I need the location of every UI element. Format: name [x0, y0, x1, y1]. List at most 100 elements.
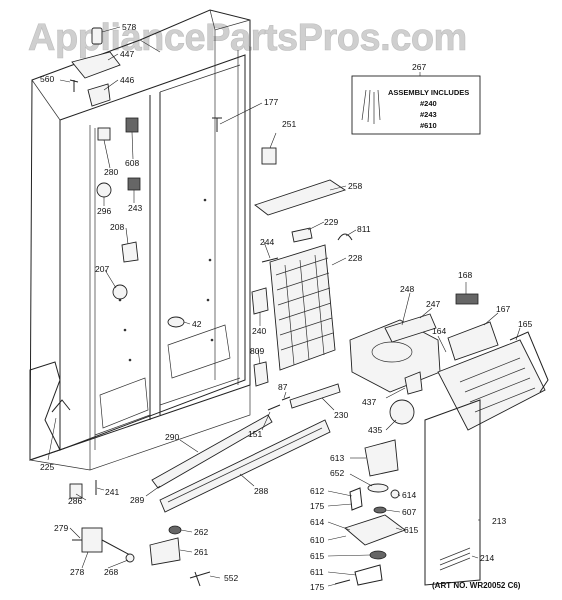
bulb-435 — [389, 399, 415, 425]
clip-229 — [291, 227, 313, 243]
part-167 — [447, 321, 499, 361]
part-87 — [281, 396, 291, 401]
part-label: 615 — [404, 525, 418, 535]
screw-177 — [212, 117, 222, 132]
part-151 — [267, 404, 281, 411]
part-label: 175 — [310, 501, 324, 511]
screw-560 — [69, 79, 79, 92]
screw-552 — [189, 571, 211, 587]
part-label: 214 — [480, 553, 494, 563]
part-label: 262 — [194, 527, 208, 537]
part-label: 614 — [310, 517, 324, 527]
valve-278 — [72, 527, 131, 556]
part-225 — [51, 399, 71, 413]
watermark-text: AppliancePartsPros.com — [28, 17, 467, 59]
evaporator-228 — [269, 244, 336, 371]
part-label: 278 — [70, 567, 84, 577]
part-label: 615 — [310, 551, 324, 561]
part-label: 437 — [362, 397, 376, 407]
hinge-cover-447 — [71, 51, 121, 79]
part-286 — [69, 483, 83, 499]
art-number: (ART NO. WR20052 C6) — [432, 581, 521, 590]
part-label: 279 — [54, 523, 68, 533]
part-label: 247 — [426, 299, 440, 309]
part-label: 241 — [105, 487, 119, 497]
part-label: 610 — [310, 535, 324, 545]
part-label: 280 — [104, 167, 118, 177]
part-608 — [125, 117, 139, 133]
assembly-item: #610 — [420, 121, 437, 130]
assembly-item: #243 — [420, 110, 437, 119]
part-label: 258 — [348, 181, 362, 191]
part-label: 165 — [518, 319, 532, 329]
part-label: 652 — [330, 468, 344, 478]
part-label: 560 — [40, 74, 54, 84]
part-label: 168 — [458, 270, 472, 280]
part-label: 230 — [334, 410, 348, 420]
panel-213 — [424, 399, 481, 586]
part-label: 208 — [110, 222, 124, 232]
part-262 — [168, 525, 182, 535]
part-207 — [112, 284, 128, 300]
part-label: 289 — [130, 495, 144, 505]
back-cover-165 — [437, 331, 549, 431]
assembly-box: ASSEMBLY INCLUDES #240 #243 #610 — [351, 72, 481, 135]
part-label: 614 — [402, 490, 416, 500]
part-label: 167 — [496, 304, 510, 314]
refrigerator-case — [29, 9, 251, 471]
part-label: 811 — [357, 224, 371, 234]
part-label: 268 — [104, 567, 118, 577]
knob-296 — [96, 182, 112, 198]
part-240 — [251, 287, 269, 315]
part-809 — [253, 361, 269, 387]
part-label: 207 — [95, 264, 109, 274]
part-251 — [261, 147, 277, 165]
part-label: 87 — [278, 382, 288, 392]
part-label: 296 — [97, 206, 111, 216]
part-label: 809 — [250, 346, 264, 356]
part-label: 151 — [248, 429, 262, 439]
part-811 — [337, 233, 353, 241]
part-label: 286 — [68, 496, 82, 506]
fan-motor-assembly — [334, 439, 406, 586]
part-label: 288 — [254, 486, 268, 496]
tube-290 — [151, 414, 273, 489]
part-label: 177 — [264, 97, 278, 107]
part-label: 240 — [252, 326, 266, 336]
lamp-socket-437 — [404, 371, 423, 395]
part-label: 175 — [310, 582, 324, 592]
part-label: 578 — [122, 22, 136, 32]
part-label: 446 — [120, 75, 134, 85]
grille-288 — [159, 419, 331, 513]
part-label: 611 — [310, 567, 324, 577]
part-label: 261 — [194, 547, 208, 557]
part-label: 607 — [402, 507, 416, 517]
part-42 — [167, 316, 185, 328]
part-label: 290 — [165, 432, 179, 442]
bracket-261 — [149, 537, 181, 566]
part-label: 447 — [120, 49, 134, 59]
assembly-item: #240 — [420, 99, 437, 108]
part-label: 164 — [432, 326, 446, 336]
part-label: 248 — [400, 284, 414, 294]
part-208 — [121, 241, 139, 263]
part-label: 608 — [125, 158, 139, 168]
part-label: 213 — [492, 516, 506, 526]
part-label: 243 — [128, 203, 142, 213]
part-label: 229 — [324, 217, 338, 227]
part-230 — [289, 383, 341, 409]
part-280 — [97, 127, 111, 141]
hinge-446 — [87, 83, 111, 107]
hinge-pin-578 — [91, 27, 103, 45]
part-label: 251 — [282, 119, 296, 129]
part-247 — [384, 313, 437, 343]
part-label: 435 — [368, 425, 382, 435]
assembly-title: ASSEMBLY INCLUDES — [388, 88, 469, 97]
part-label: 42 — [192, 319, 202, 329]
part-label: 244 — [260, 237, 274, 247]
part-243 — [127, 177, 141, 191]
part-label: 228 — [348, 253, 362, 263]
part-label: 613 — [330, 453, 344, 463]
cover-258 — [254, 179, 347, 216]
